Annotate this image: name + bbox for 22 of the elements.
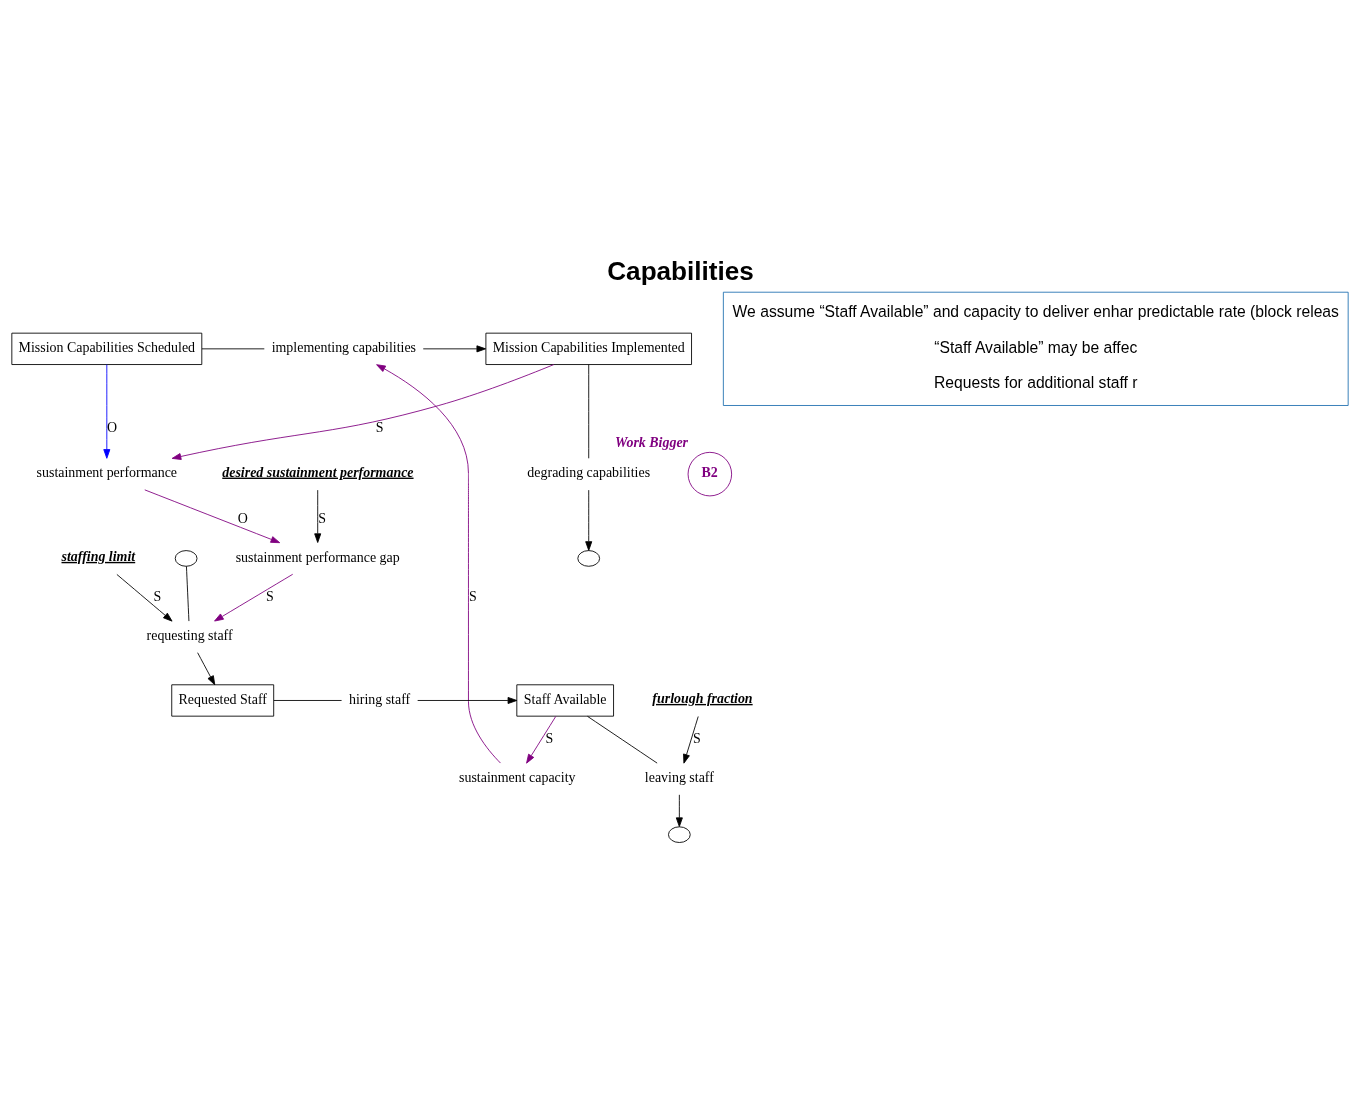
node-text: requesting staff <box>146 627 233 643</box>
edge-label: S <box>265 588 274 604</box>
edge-label: O <box>107 419 118 435</box>
node-text: degrading capabilities <box>527 464 651 480</box>
edge-label: S <box>692 730 701 746</box>
node-text: furlough fraction <box>652 690 753 706</box>
node-text: leaving staff <box>644 769 714 785</box>
edge-label: O <box>237 510 248 526</box>
edge-label: S <box>318 510 326 526</box>
node-text: sustainment performance gap <box>235 549 400 565</box>
edge-label: S <box>375 419 384 435</box>
node-label: Work Bigger <box>615 434 688 450</box>
edge-label: S <box>545 730 554 746</box>
edge-label: S <box>468 588 477 604</box>
node-text: hiring staff <box>348 691 411 707</box>
edge-label: S <box>153 588 162 604</box>
node-text: desired sustainment performance <box>222 464 414 480</box>
node-text: staffing limit <box>61 548 136 564</box>
node-text: implementing capabilities <box>271 339 417 355</box>
node-text: sustainment performance <box>36 464 178 480</box>
node-text: sustainment capacity <box>459 769 576 785</box>
diagram-title: Capabilities <box>607 255 754 286</box>
